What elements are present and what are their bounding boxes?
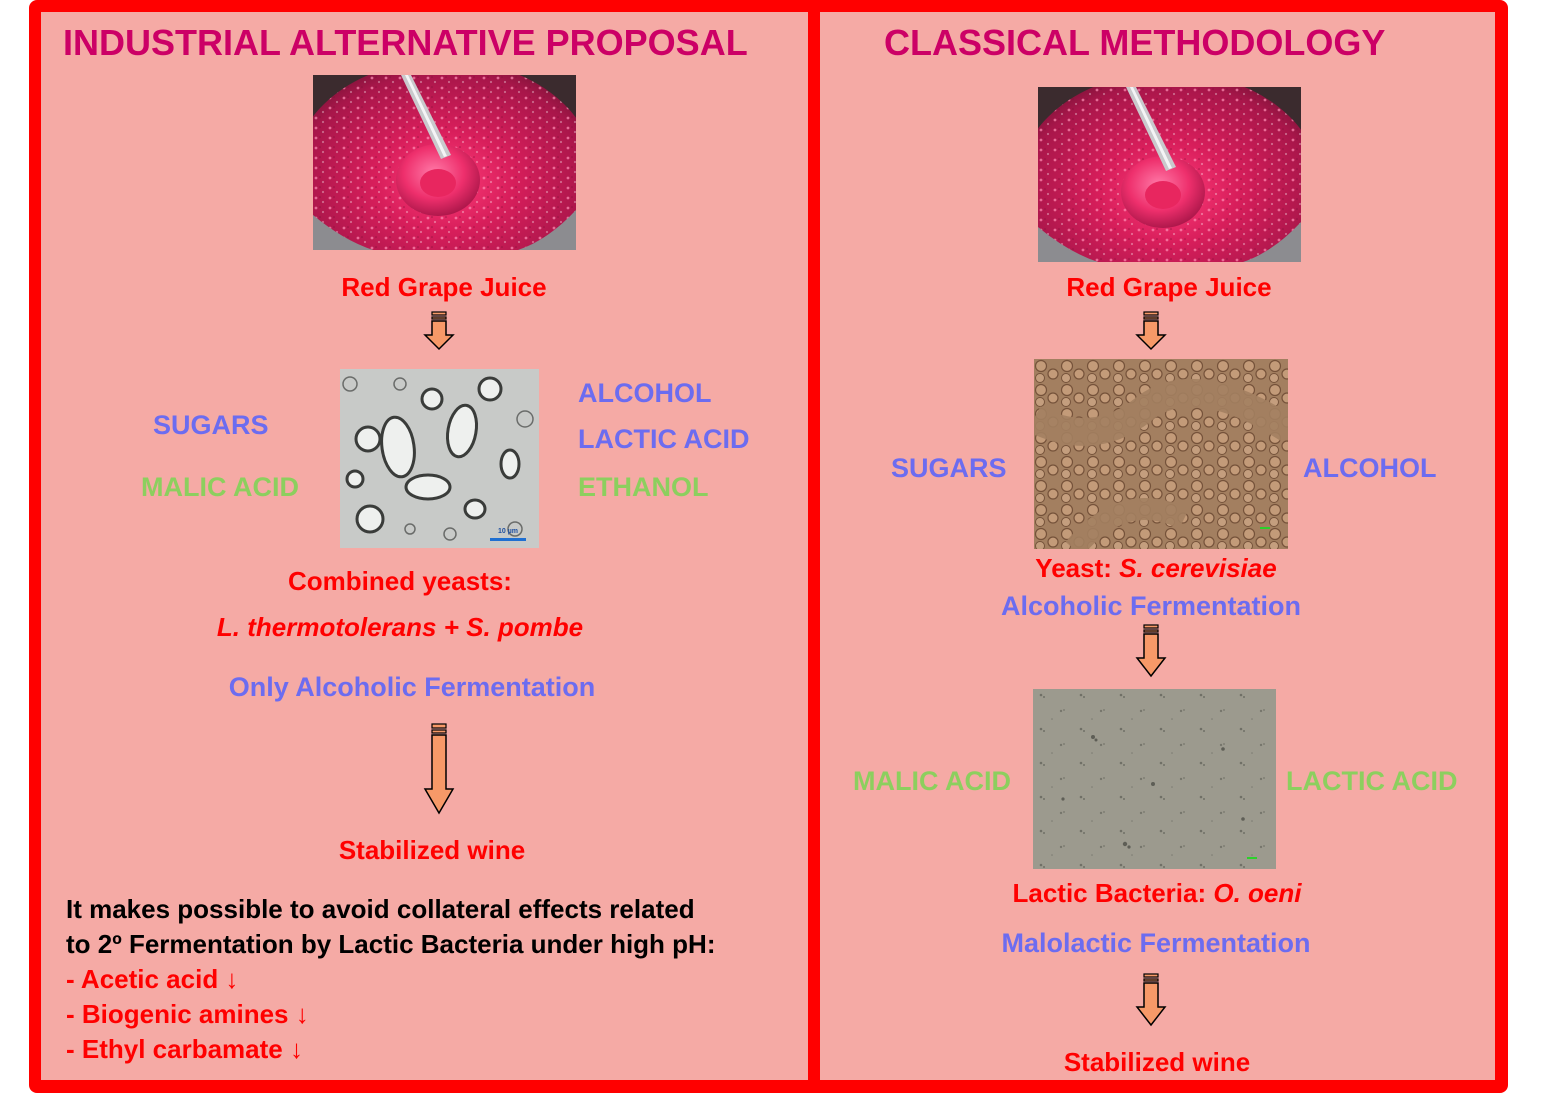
- svg-text:10 µm: 10 µm: [498, 528, 518, 535]
- right-stage1-input-sugars: SUGARS: [891, 453, 1007, 483]
- left-product-alcohol: ALCOHOL: [578, 378, 712, 408]
- left-yeast-species: L. thermotolerans + S. pombe: [216, 612, 584, 642]
- right-result-stabilized-wine: Stabilized wine: [1063, 1047, 1251, 1077]
- right-yeast-label: Yeast: S. cerevisiae: [1035, 553, 1277, 583]
- right-stage2-process: Malolactic Fermentation: [1001, 928, 1311, 958]
- left-product-lactic-acid: LACTIC ACID: [578, 424, 750, 454]
- left-arrow-2: [423, 723, 455, 815]
- left-arrow-1: [423, 311, 455, 351]
- left-effect-acetic-acid: - Acetic acid ↓: [66, 964, 239, 994]
- left-juice-label: Red Grape Juice: [341, 272, 547, 302]
- right-arrow-3: [1135, 973, 1167, 1027]
- left-substrate-sugars: SUGARS: [153, 410, 269, 440]
- left-note-line-2: to 2º Fermentation by Lactic Bacteria un…: [66, 929, 716, 959]
- left-yeast-heading: Combined yeasts:: [288, 566, 512, 596]
- right-grape-juice-photo: [1038, 87, 1301, 262]
- right-stage1-output-alcohol: ALCOHOL: [1303, 453, 1437, 483]
- left-note-line-1: It makes possible to avoid collateral ef…: [66, 894, 695, 924]
- right-bacteria-micrograph: [1033, 689, 1276, 869]
- right-arrow-2: [1135, 624, 1167, 678]
- left-title: INDUSTRIAL ALTERNATIVE PROPOSAL: [63, 22, 748, 63]
- left-yeast-micrograph: 10 µm: [340, 369, 539, 548]
- right-stage2-output-lactic-acid: LACTIC ACID: [1286, 766, 1458, 796]
- left-effect-biogenic-amines: - Biogenic amines ↓: [66, 999, 309, 1029]
- right-arrow-1: [1135, 311, 1167, 351]
- left-product-ethanol: ETHANOL: [578, 472, 709, 502]
- left-grape-juice-photo: [313, 75, 576, 250]
- right-stage2-input-malic-acid: MALIC ACID: [853, 766, 1011, 796]
- right-stage1-process: Alcoholic Fermentation: [1000, 591, 1302, 621]
- right-juice-label: Red Grape Juice: [1066, 272, 1272, 302]
- right-title: CLASSICAL METHODOLOGY: [884, 22, 1386, 63]
- left-substrate-malic-acid: MALIC ACID: [141, 472, 299, 502]
- left-result-stabilized-wine: Stabilized wine: [338, 835, 526, 865]
- right-yeast-micrograph: [1034, 359, 1288, 549]
- left-fermentation-type: Only Alcoholic Fermentation: [228, 672, 596, 702]
- right-bacteria-label: Lactic Bacteria: O. oeni: [1012, 878, 1302, 908]
- left-effect-ethyl-carbamate: - Ethyl carbamate ↓: [66, 1034, 303, 1064]
